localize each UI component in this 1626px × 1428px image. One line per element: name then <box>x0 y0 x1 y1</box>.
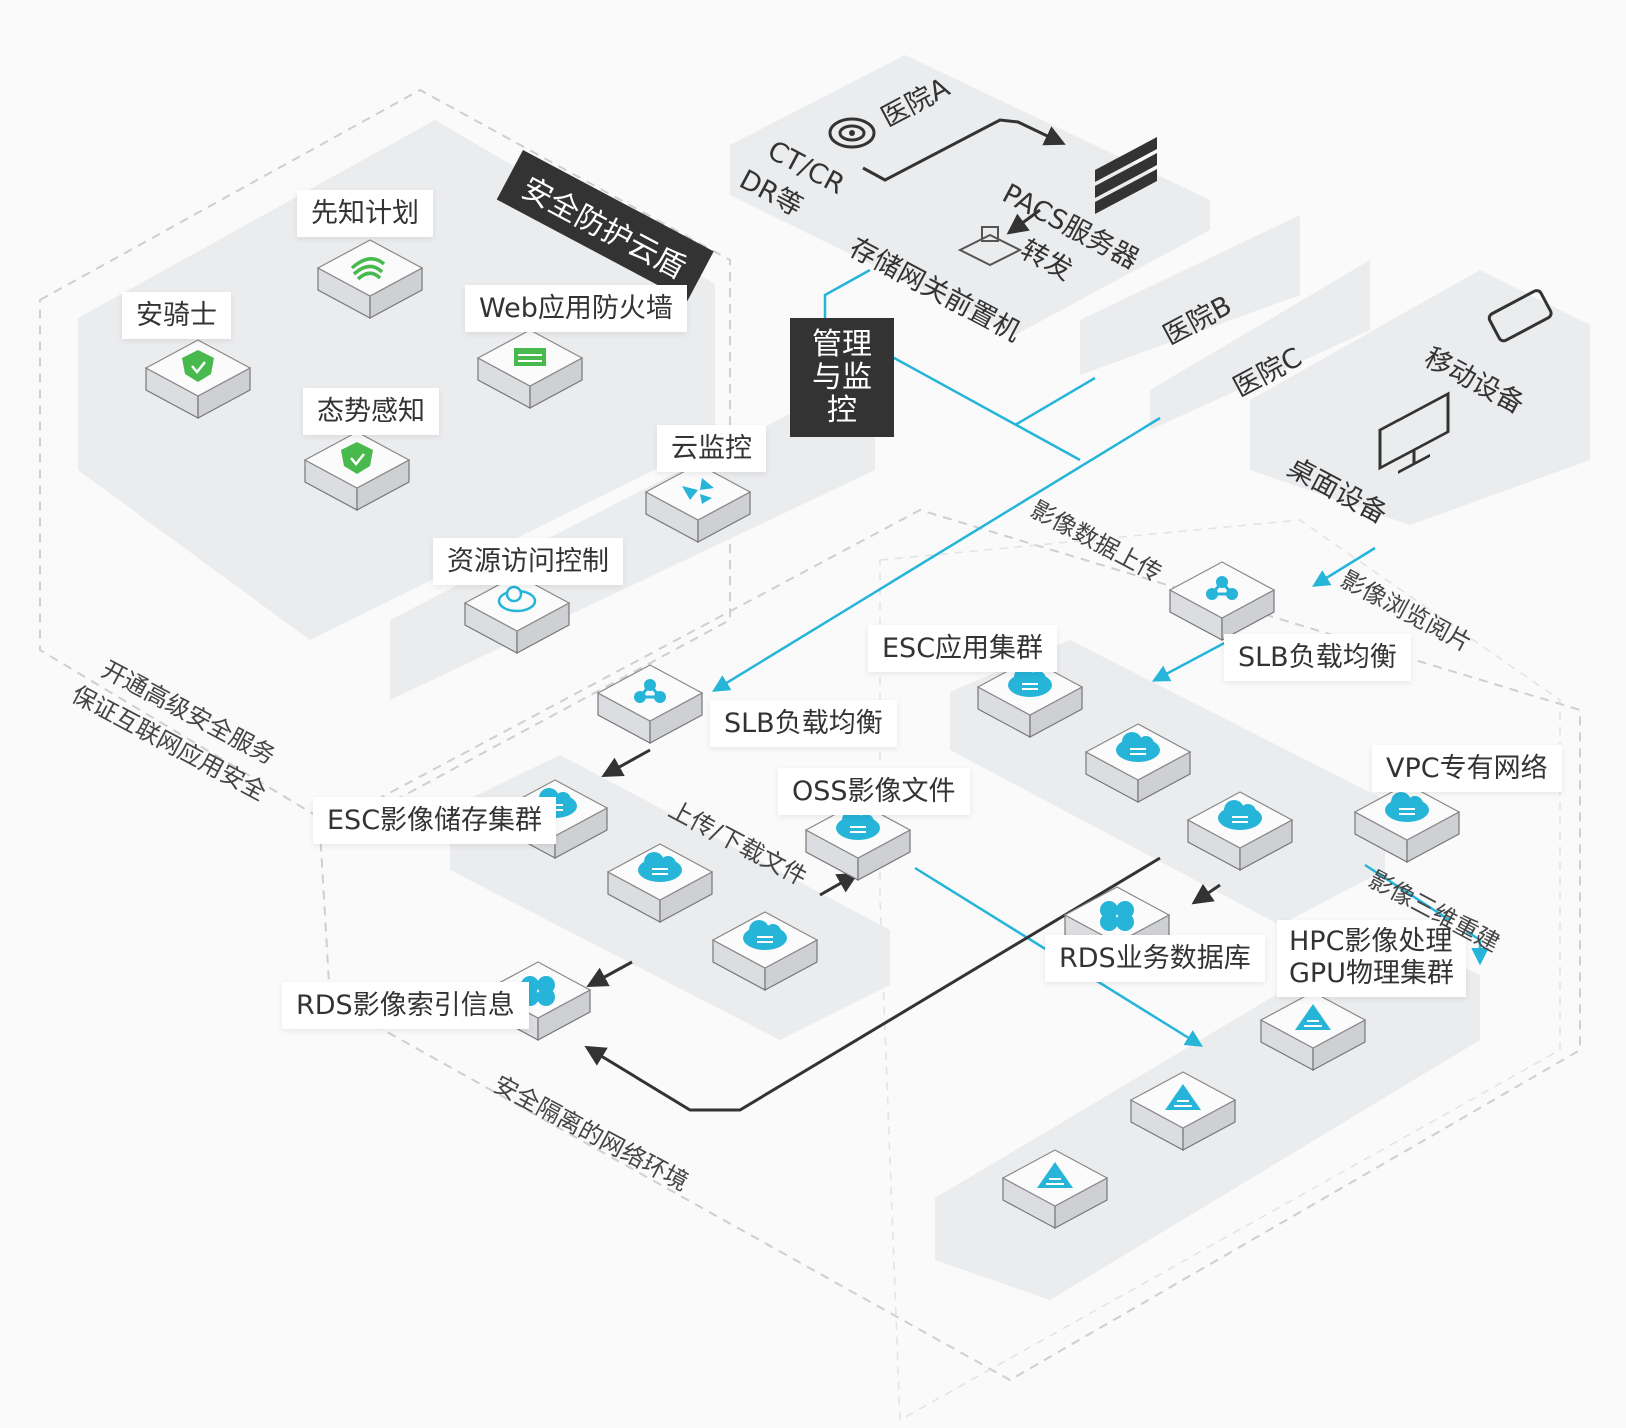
box-cloud-monitor-icon <box>682 478 714 504</box>
label-waf: Web应用防火墙 <box>465 285 687 333</box>
label-access-control: 资源访问控制 <box>433 538 623 586</box>
box-vpc <box>1353 783 1461 864</box>
storage-to-rds-line <box>586 960 633 988</box>
box-cloud-monitor <box>644 463 752 544</box>
label-slb-right: SLB负载均衡 <box>1224 634 1411 682</box>
label-esc-app: ESC应用集群 <box>868 625 1058 673</box>
label-slb-left: SLB负载均衡 <box>710 700 897 748</box>
box-slb-right-icon <box>1206 576 1238 600</box>
label-oss: OSS影像文件 <box>778 768 970 816</box>
upload-download-line <box>819 872 859 897</box>
label-hpc: HPC影像处理 GPU物理集群 <box>1277 920 1466 997</box>
box-esc-app-2 <box>1084 723 1192 804</box>
box-esc-app-3-icon <box>1218 800 1262 830</box>
management-banner-line1: 管理 <box>812 327 872 362</box>
management-banner: 管理 与监控 <box>790 318 894 437</box>
management-banner-line2: 与监控 <box>812 360 872 428</box>
vpc-zone <box>879 519 1561 1422</box>
ct-scanner-icon <box>828 117 876 149</box>
box-hpc-3-icon <box>1037 1162 1073 1188</box>
box-hpc-3 <box>1001 1149 1109 1230</box>
slb-to-storage-line <box>601 748 651 778</box>
box-rds-biz-icon <box>1100 901 1134 931</box>
box-waf-icon <box>514 348 546 366</box>
rds-return-line <box>584 856 1161 1112</box>
label-hpc-line1: HPC影像处理 <box>1289 926 1453 957</box>
box-slb-right <box>1168 561 1276 642</box>
server-rack-icon <box>1095 137 1157 214</box>
box-situation <box>303 431 411 512</box>
box-xianzhi <box>316 239 424 320</box>
box-oss <box>804 801 912 882</box>
gateway-icon <box>957 226 1023 267</box>
hospital-c-panel <box>1150 260 1370 430</box>
label-esc-storage: ESC影像储存集群 <box>313 797 557 845</box>
label-rds-biz: RDS业务数据库 <box>1045 935 1265 983</box>
box-esc-storage-3-icon <box>743 920 787 950</box>
box-access-control <box>463 574 571 655</box>
box-esc-storage-3 <box>711 911 819 992</box>
cyan-line-slb-app <box>1151 638 1231 682</box>
label-cloud-monitor: 云监控 <box>657 425 766 473</box>
label-hpc-line2: GPU物理集群 <box>1289 958 1454 990</box>
box-esc-app-3 <box>1186 791 1294 872</box>
outer-security-zone <box>39 88 731 832</box>
box-waf <box>476 329 584 410</box>
forward-line <box>1006 208 1041 235</box>
label-anqishi: 安骑士 <box>122 292 231 340</box>
pacs-flow-line <box>862 118 1066 182</box>
box-esc-app-2-icon <box>1116 732 1160 762</box>
box-hpc-2-icon <box>1165 1084 1201 1110</box>
box-oss-icon <box>836 810 880 840</box>
security-panel <box>78 120 715 640</box>
box-hpc-1 <box>1259 991 1367 1072</box>
box-vpc-icon <box>1385 792 1429 822</box>
app-to-rds-line <box>1191 883 1221 905</box>
cyan-line-hospital-c <box>712 416 1161 692</box>
box-slb-left-icon <box>634 679 666 703</box>
box-esc-storage-2 <box>606 843 714 924</box>
box-anqishi-icon <box>182 350 214 382</box>
isolated-network-zone <box>318 508 1581 1382</box>
cyan-line-hospital-b <box>1014 376 1096 427</box>
box-situation-icon <box>341 442 373 474</box>
box-xianzhi-icon <box>350 257 386 281</box>
label-rds-index: RDS影像索引信息 <box>282 982 529 1030</box>
cyan-line-recon <box>1364 863 1489 966</box>
box-hpc-2 <box>1129 1071 1237 1152</box>
label-situation: 态势感知 <box>303 388 439 436</box>
box-hpc-1-icon <box>1295 1004 1331 1030</box>
box-anqishi <box>144 339 252 420</box>
label-vpc: VPC专有网络 <box>1372 745 1562 793</box>
cyan-line-browse <box>1312 546 1376 587</box>
box-slb-left <box>596 664 704 745</box>
box-esc-storage-2-icon <box>638 852 682 882</box>
cyan-line-hospital-a <box>823 268 1081 462</box>
phone-icon <box>1487 289 1553 343</box>
box-access-control-icon <box>497 585 537 613</box>
monitor-icon <box>1378 391 1450 474</box>
hospital-b-panel <box>1080 215 1300 375</box>
devices-panel <box>1250 270 1590 525</box>
label-xianzhi: 先知计划 <box>297 190 433 238</box>
